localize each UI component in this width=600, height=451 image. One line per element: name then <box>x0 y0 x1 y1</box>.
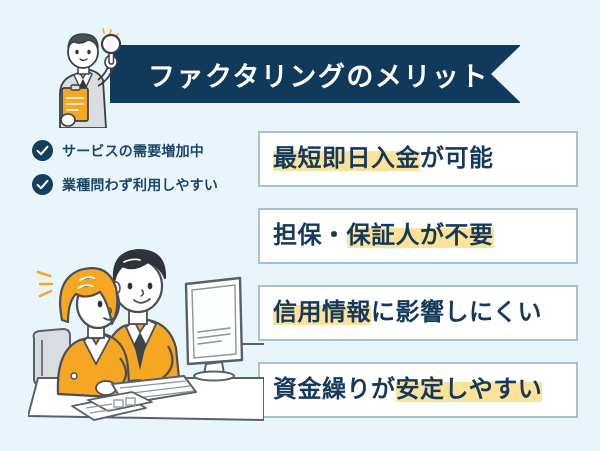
benefit-text-pre: 担保・ <box>273 221 347 249</box>
benefit-highlights-list: サービスの需要増加中 業種問わず利用しやすい <box>32 140 257 208</box>
page-title: ファクタリングのメリット <box>148 61 489 92</box>
benefit-box-list: 最短即日入金が可能 担保・保証人が不要 信用情報に影響しにくい 資金繰りが安定し… <box>258 131 578 439</box>
benefit-text-highlight: 安定しやすい <box>395 375 543 403</box>
spark-lines-icon <box>36 270 54 298</box>
benefit-box: 最短即日入金が可能 <box>258 131 578 187</box>
banner-ribbon-shape <box>110 45 520 103</box>
list-item: サービスの需要増加中 <box>32 140 257 161</box>
title-banner: ファクタリングのメリット <box>110 45 521 103</box>
list-item-label: サービスの需要増加中 <box>62 142 204 159</box>
two-office-workers-at-computer-illustration <box>26 228 265 428</box>
benefit-box: 資金繰りが安定しやすい <box>258 362 578 418</box>
benefit-text-highlight: 保証人が不要 <box>346 221 494 249</box>
benefit-text-highlight: 信用情報 <box>273 298 371 326</box>
list-item: 業種問わず利用しやすい <box>32 174 257 195</box>
benefit-text-pre: 資金繰りが <box>273 375 396 403</box>
check-icon <box>32 174 53 195</box>
benefit-text-post: に影響しにくい <box>371 298 543 326</box>
benefit-box: 信用情報に影響しにくい <box>258 285 578 341</box>
benefit-text-highlight: 最短即日入金 <box>273 144 420 172</box>
businessman-with-magnifier-icon <box>46 28 131 129</box>
list-item-label: 業種問わず利用しやすい <box>62 176 219 193</box>
benefit-text: 資金繰りが安定しやすい <box>260 375 543 403</box>
benefit-text: 担保・保証人が不要 <box>260 221 494 249</box>
benefit-text: 最短即日入金が可能 <box>260 144 494 172</box>
benefit-text-post: が可能 <box>420 144 494 172</box>
check-icon <box>32 140 53 161</box>
benefit-text: 信用情報に影響しにくい <box>260 298 543 326</box>
benefit-box: 担保・保証人が不要 <box>258 208 578 264</box>
